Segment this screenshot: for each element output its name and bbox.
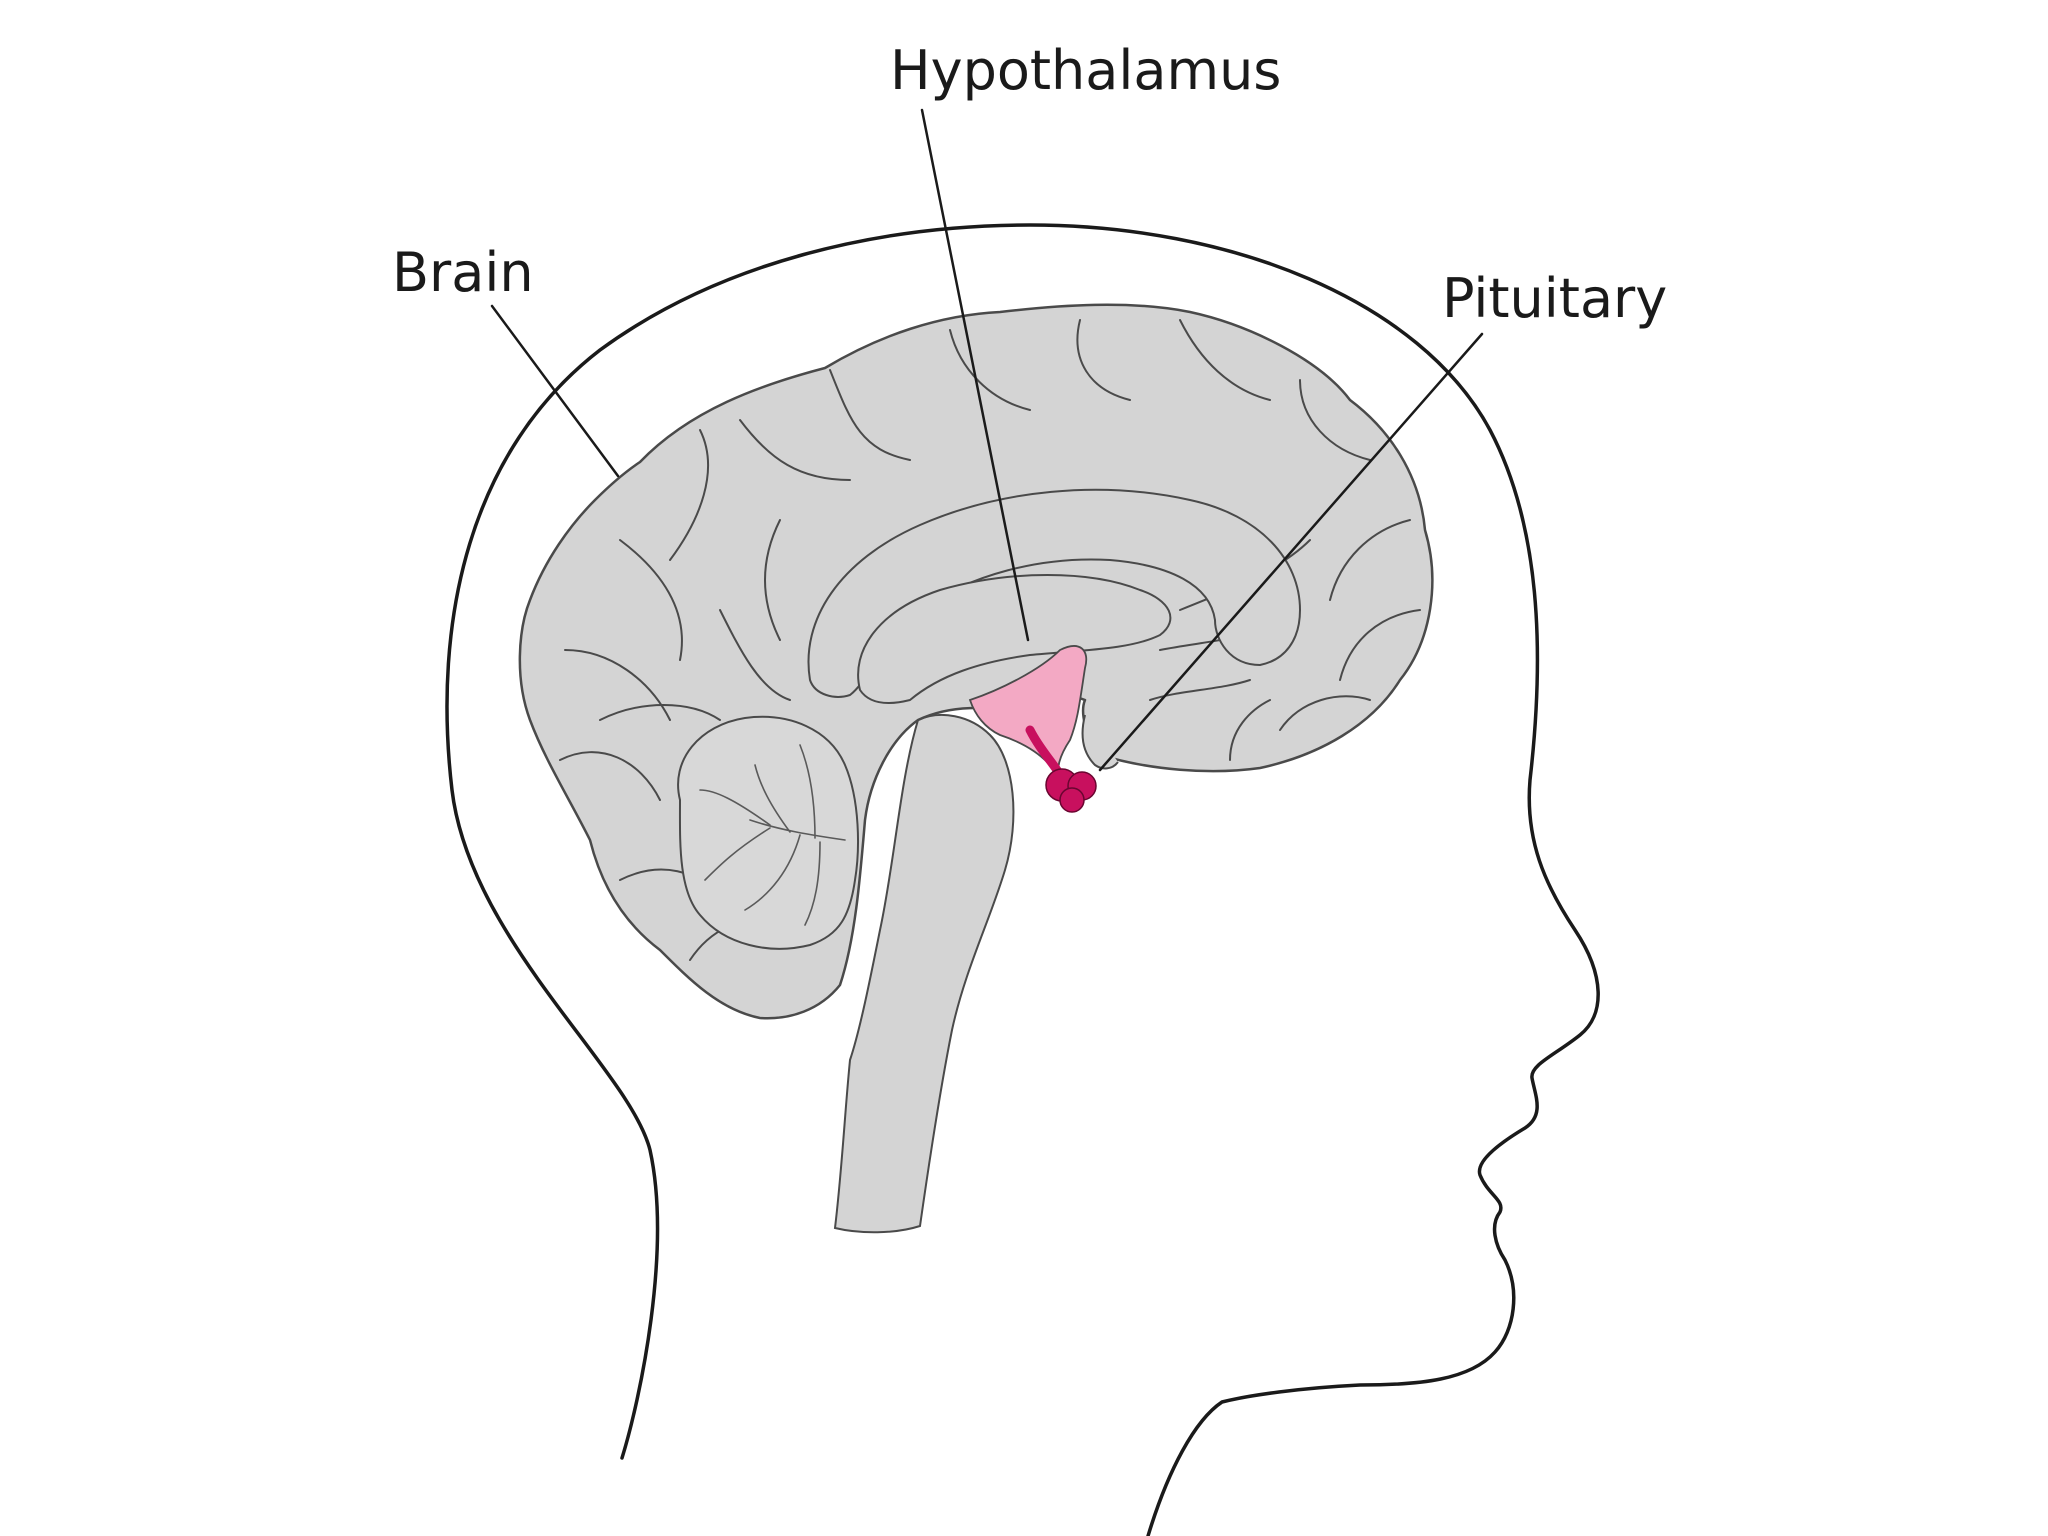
brain-leader-line (490, 304, 620, 478)
leader-lines (490, 108, 1484, 772)
hypothalamus-label: Hypothalamus (890, 39, 1282, 102)
brainstem (833, 714, 1015, 1234)
cerebellum (677, 715, 859, 950)
pituitary-label: Pituitary (1442, 267, 1668, 330)
fornix (857, 574, 1172, 704)
brain-label: Brain (392, 241, 534, 304)
optic-chiasm (1081, 714, 1119, 770)
hypothalamus-leader-line (920, 108, 1030, 642)
hypothalamus (968, 645, 1088, 781)
pituitary-gland (1045, 768, 1097, 813)
head-outline (445, 223, 1600, 1536)
cerebellum-arbor-vitae (699, 744, 846, 926)
pituitary-leader-line (1098, 332, 1484, 772)
